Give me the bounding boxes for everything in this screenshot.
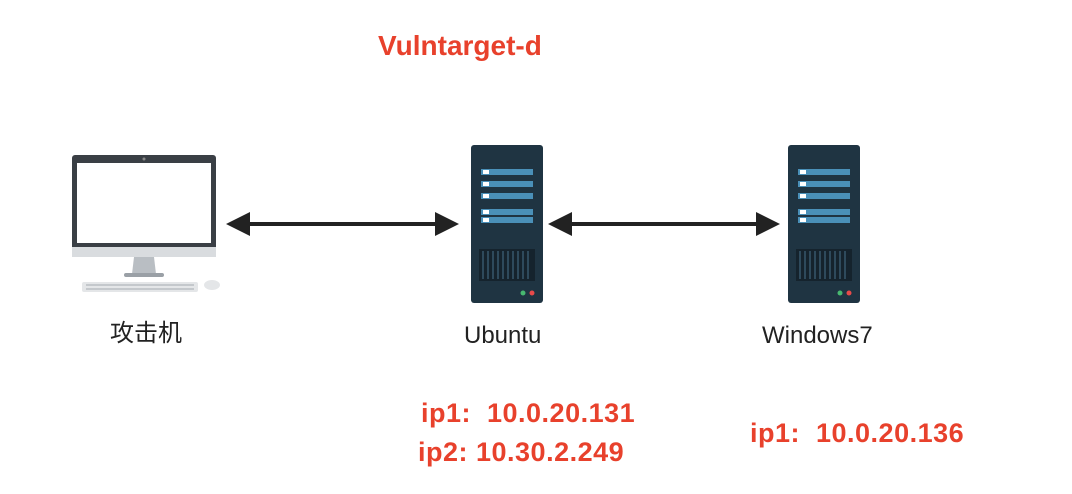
ubuntu-label: Ubuntu [464,322,542,349]
ubuntu-ip1: ip1: 10.0.20.131 [421,398,636,428]
windows7-ip1: ip1: 10.0.20.136 [750,418,965,448]
ubuntu-ip2: ip2: 10.30.2.249 [418,437,625,467]
windows7-label: Windows7 [762,322,873,349]
ubuntu-server-icon [470,144,544,304]
diagram-title: Vulntarget-d [378,30,542,61]
attacker-label: 攻击机 [110,320,182,347]
windows7-server-icon [787,144,861,304]
desktop-computer-icon [72,155,220,292]
